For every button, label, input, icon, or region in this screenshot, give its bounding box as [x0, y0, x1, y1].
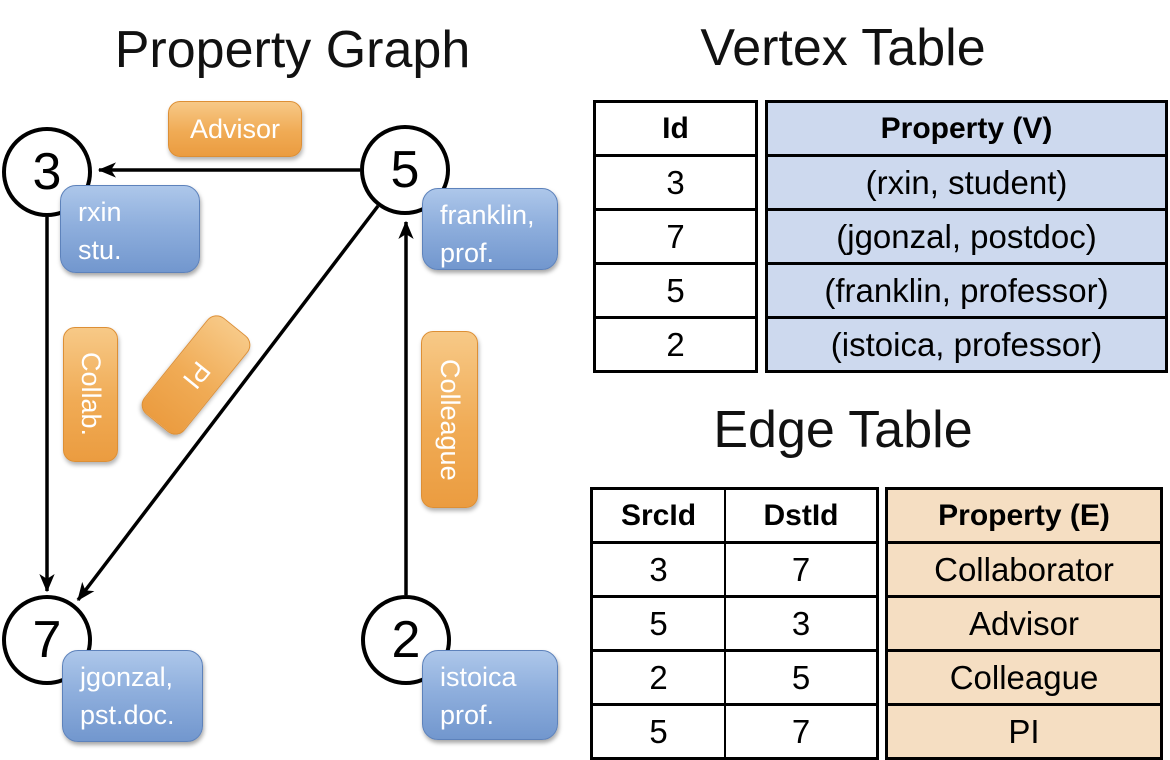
- table-row: 3: [596, 154, 755, 208]
- table-row: PI: [888, 703, 1160, 757]
- graph-edges-layer: [39, 162, 414, 602]
- vertex-property-cell: (rxin, student): [865, 163, 1068, 201]
- edge-property-cell: Collaborator: [934, 550, 1114, 588]
- table-row: 5: [596, 262, 755, 316]
- edge-label-colleague: Colleague: [421, 331, 478, 508]
- edge-property-cell: PI: [1008, 712, 1040, 750]
- edge-label-advisor: Advisor: [168, 101, 302, 157]
- vertex-id-cell: 5: [666, 271, 685, 309]
- vertex-property-box-rxin: rxin stu.: [60, 185, 200, 273]
- vertex-property-line: rxin: [78, 197, 122, 227]
- vertex-table-id-column: Id 3 7 5 2: [593, 100, 758, 373]
- vertex-property-line: prof.: [440, 700, 495, 730]
- vertex-table-header-property: Property (V): [880, 111, 1053, 145]
- vertex-property-line: jgonzal,: [80, 662, 174, 692]
- table-row: 2 5: [593, 649, 876, 703]
- vertex-id-cell: 2: [666, 325, 685, 363]
- edge-property-cell: Advisor: [968, 604, 1080, 642]
- edge-table-header-dstid: DstId: [724, 490, 876, 541]
- edge-label-collab: Collab.: [63, 327, 118, 462]
- vertex-table-title: Vertex Table: [700, 19, 986, 77]
- edge-table-header-property: Property (E): [938, 498, 1110, 532]
- vertex-property-box-jgonzal: jgonzal, pst.doc.: [62, 650, 203, 742]
- vertex-property-box-franklin: franklin, prof.: [422, 188, 558, 270]
- edge-table-property-column: Property (E) Collaborator Advisor Collea…: [885, 487, 1163, 760]
- vertex-property-box-istoica: istoica prof.: [422, 650, 558, 740]
- edge-table-header-srcid: SrcId: [620, 498, 697, 532]
- edge-pi-arrow: [76, 204, 380, 602]
- vertex-property-cell: (jgonzal, postdoc): [836, 217, 1097, 255]
- vertex-table-header-id: Id: [662, 111, 689, 145]
- edge-property-cell: Colleague: [949, 658, 1099, 696]
- edge-srcid-cell: 5: [649, 712, 668, 750]
- vertex-id-label: 5: [390, 141, 420, 199]
- edge-dstid-cell: 7: [724, 544, 876, 595]
- table-row: Advisor: [888, 595, 1160, 649]
- vertex-property-cell: (franklin, professor): [824, 271, 1109, 309]
- vertex-property-line: pst.doc.: [80, 700, 175, 730]
- table-row: 3 7: [593, 541, 876, 595]
- property-graph-title: Property Graph: [114, 21, 471, 79]
- edge-table: SrcId DstId 3 7 5 3 2 5 5 7 Property (E)…: [590, 487, 1163, 760]
- vertex-table-property-column: Property (V) (rxin, student) (jgonzal, p…: [765, 100, 1168, 373]
- edge-table-title: Edge Table: [713, 401, 973, 459]
- edge-dstid-cell: 5: [724, 652, 876, 703]
- vertex-node-5: 5: [360, 125, 450, 215]
- vertex-property-line: franklin,: [440, 200, 535, 230]
- edge-srcid-cell: 2: [649, 658, 668, 696]
- vertex-node-2: 2: [361, 595, 451, 685]
- table-row: Collaborator: [888, 541, 1160, 595]
- table-row: 5 7: [593, 703, 876, 757]
- vertex-table: Id 3 7 5 2 Property (V) (rxin, student) …: [593, 100, 1168, 373]
- vertex-id-cell: 3: [666, 163, 685, 201]
- vertex-property-line: stu.: [78, 235, 122, 265]
- table-row: (jgonzal, postdoc): [768, 208, 1165, 262]
- edge-dstid-cell: 7: [724, 706, 876, 757]
- table-row: (istoica, professor): [768, 316, 1165, 370]
- table-row: (franklin, professor): [768, 262, 1165, 316]
- vertex-property-line: prof.: [440, 238, 495, 268]
- edge-dstid-cell: 3: [724, 598, 876, 649]
- table-row: (rxin, student): [768, 154, 1165, 208]
- table-row: 7: [596, 208, 755, 262]
- edge-srcid-cell: 5: [649, 604, 668, 642]
- vertex-property-line: istoica: [440, 662, 517, 692]
- edge-srcid-cell: 3: [649, 550, 668, 588]
- edge-table-id-columns: SrcId DstId 3 7 5 3 2 5 5 7: [590, 487, 879, 760]
- vertex-property-cell: (istoica, professor): [830, 325, 1103, 363]
- vertex-id-label: 7: [32, 611, 62, 669]
- table-row: 2: [596, 316, 755, 370]
- table-row: Colleague: [888, 649, 1160, 703]
- table-row: 5 3: [593, 595, 876, 649]
- vertex-id-cell: 7: [666, 217, 685, 255]
- vertex-id-label: 3: [32, 143, 62, 201]
- vertex-id-label: 2: [391, 611, 421, 669]
